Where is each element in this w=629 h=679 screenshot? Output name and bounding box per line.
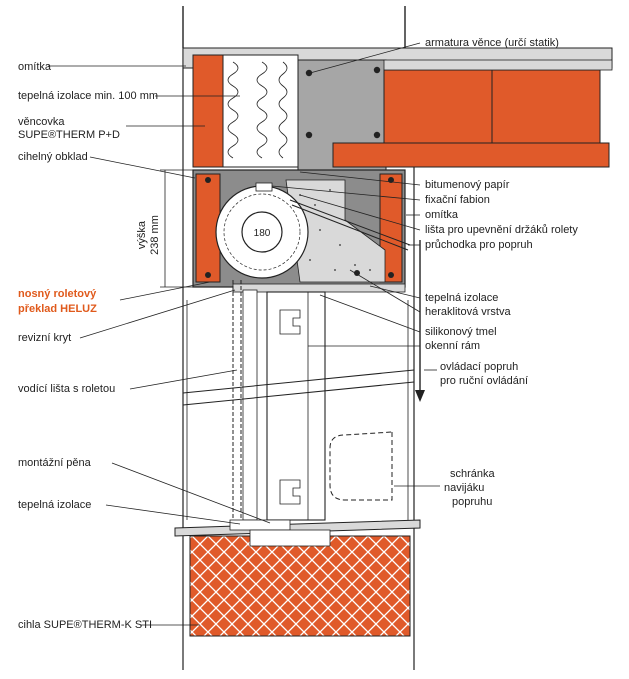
label-tepelna-izolace-100: tepelná izolace min. 100 mm [18, 90, 158, 102]
frame-profile-bottom [279, 479, 301, 505]
insulation-wave [227, 61, 239, 159]
window-frame [266, 291, 326, 521]
lintel-left-brick [195, 173, 221, 283]
label-armatura: armatura věnce (určí statik) [425, 37, 559, 49]
label-bitumen: bitumenový papír [425, 179, 510, 191]
section-break [182, 369, 415, 394]
label-vyska-1: výška [136, 220, 148, 249]
window-sill [174, 519, 421, 537]
strap-box [329, 431, 393, 501]
ceiling-screed [383, 59, 613, 71]
lintel-right-brick [379, 173, 403, 283]
label-ovladaci-2: pro ruční ovládání [440, 375, 528, 387]
label-schranka-3: popruhu [452, 496, 492, 508]
bottom-insulation [229, 519, 291, 531]
strap-pull-arrow [415, 390, 425, 402]
label-tepelna-izolace-bottom: tepelná izolace [18, 499, 91, 511]
label-lista: lišta pro upevnění držáků rolety [425, 224, 578, 236]
insulation-wave [256, 61, 268, 159]
label-cihla: cihla SUPE®THERM-K STI [18, 619, 152, 631]
right-labels: armatura věnce (určí statik) bitumenový … [271, 37, 578, 508]
label-vodici-lista: vodící lišta s roletou [18, 383, 115, 395]
label-tepelna-izolace-right: tepelná izolace [425, 292, 498, 304]
section-break [182, 381, 415, 406]
shutter-drum [241, 211, 283, 253]
label-fixacni: fixační fabion [425, 194, 490, 206]
label-revizni-kryt: revizní kryt [18, 332, 71, 344]
label-omitka-right: omítka [425, 209, 459, 221]
ceiling-brick-2 [491, 69, 601, 144]
label-nosny-1: nosný roletový [18, 288, 97, 300]
label-pruchodka: průchodka pro popruh [425, 239, 533, 251]
frame-profile-top [279, 309, 301, 335]
label-ovladaci-1: ovládací popruh [440, 361, 518, 373]
shutter-strap [289, 199, 411, 246]
shutter-strap [291, 204, 409, 251]
heraklit-speckle [299, 189, 371, 271]
ceiling-brick-3 [332, 142, 610, 168]
label-cihelny-obklad: cihelný obklad [18, 151, 88, 163]
heraklit-layer [285, 179, 386, 283]
label-montazni-pena: montážní pěna [18, 457, 92, 469]
label-schranka-1: schránka [450, 468, 496, 480]
label-okenni-ram: okenní rám [425, 340, 480, 352]
rebar-dots [305, 66, 381, 139]
label-nosny-2: překlad HELUZ [18, 303, 97, 315]
label-vencovka-2: SUPE®THERM P+D [18, 129, 120, 141]
left-labels: omítka tepelná izolace min. 100 mm věnco… [18, 61, 271, 631]
sill-brick [189, 535, 411, 637]
fixacni-fabion [255, 182, 273, 192]
shutter-curtain [242, 289, 258, 521]
sill-insulation-core [249, 529, 331, 547]
label-heraklit: heraklitová vrstva [425, 306, 511, 318]
ceiling-brick-1 [383, 69, 493, 144]
drum-diameter-label: 180 [254, 228, 271, 239]
label-schranka-2: navijáku [444, 482, 484, 494]
label-vyska-2: 238 mm [149, 215, 161, 255]
lintel-rebar [205, 177, 394, 278]
label-omitka: omítka [18, 61, 52, 73]
label-silikon: silikonový tmel [425, 326, 497, 338]
vencovka-block [192, 54, 224, 168]
insulation-wave [278, 61, 288, 159]
label-vencovka-1: věncovka [18, 116, 65, 128]
shutter-coil-ring [223, 193, 301, 271]
